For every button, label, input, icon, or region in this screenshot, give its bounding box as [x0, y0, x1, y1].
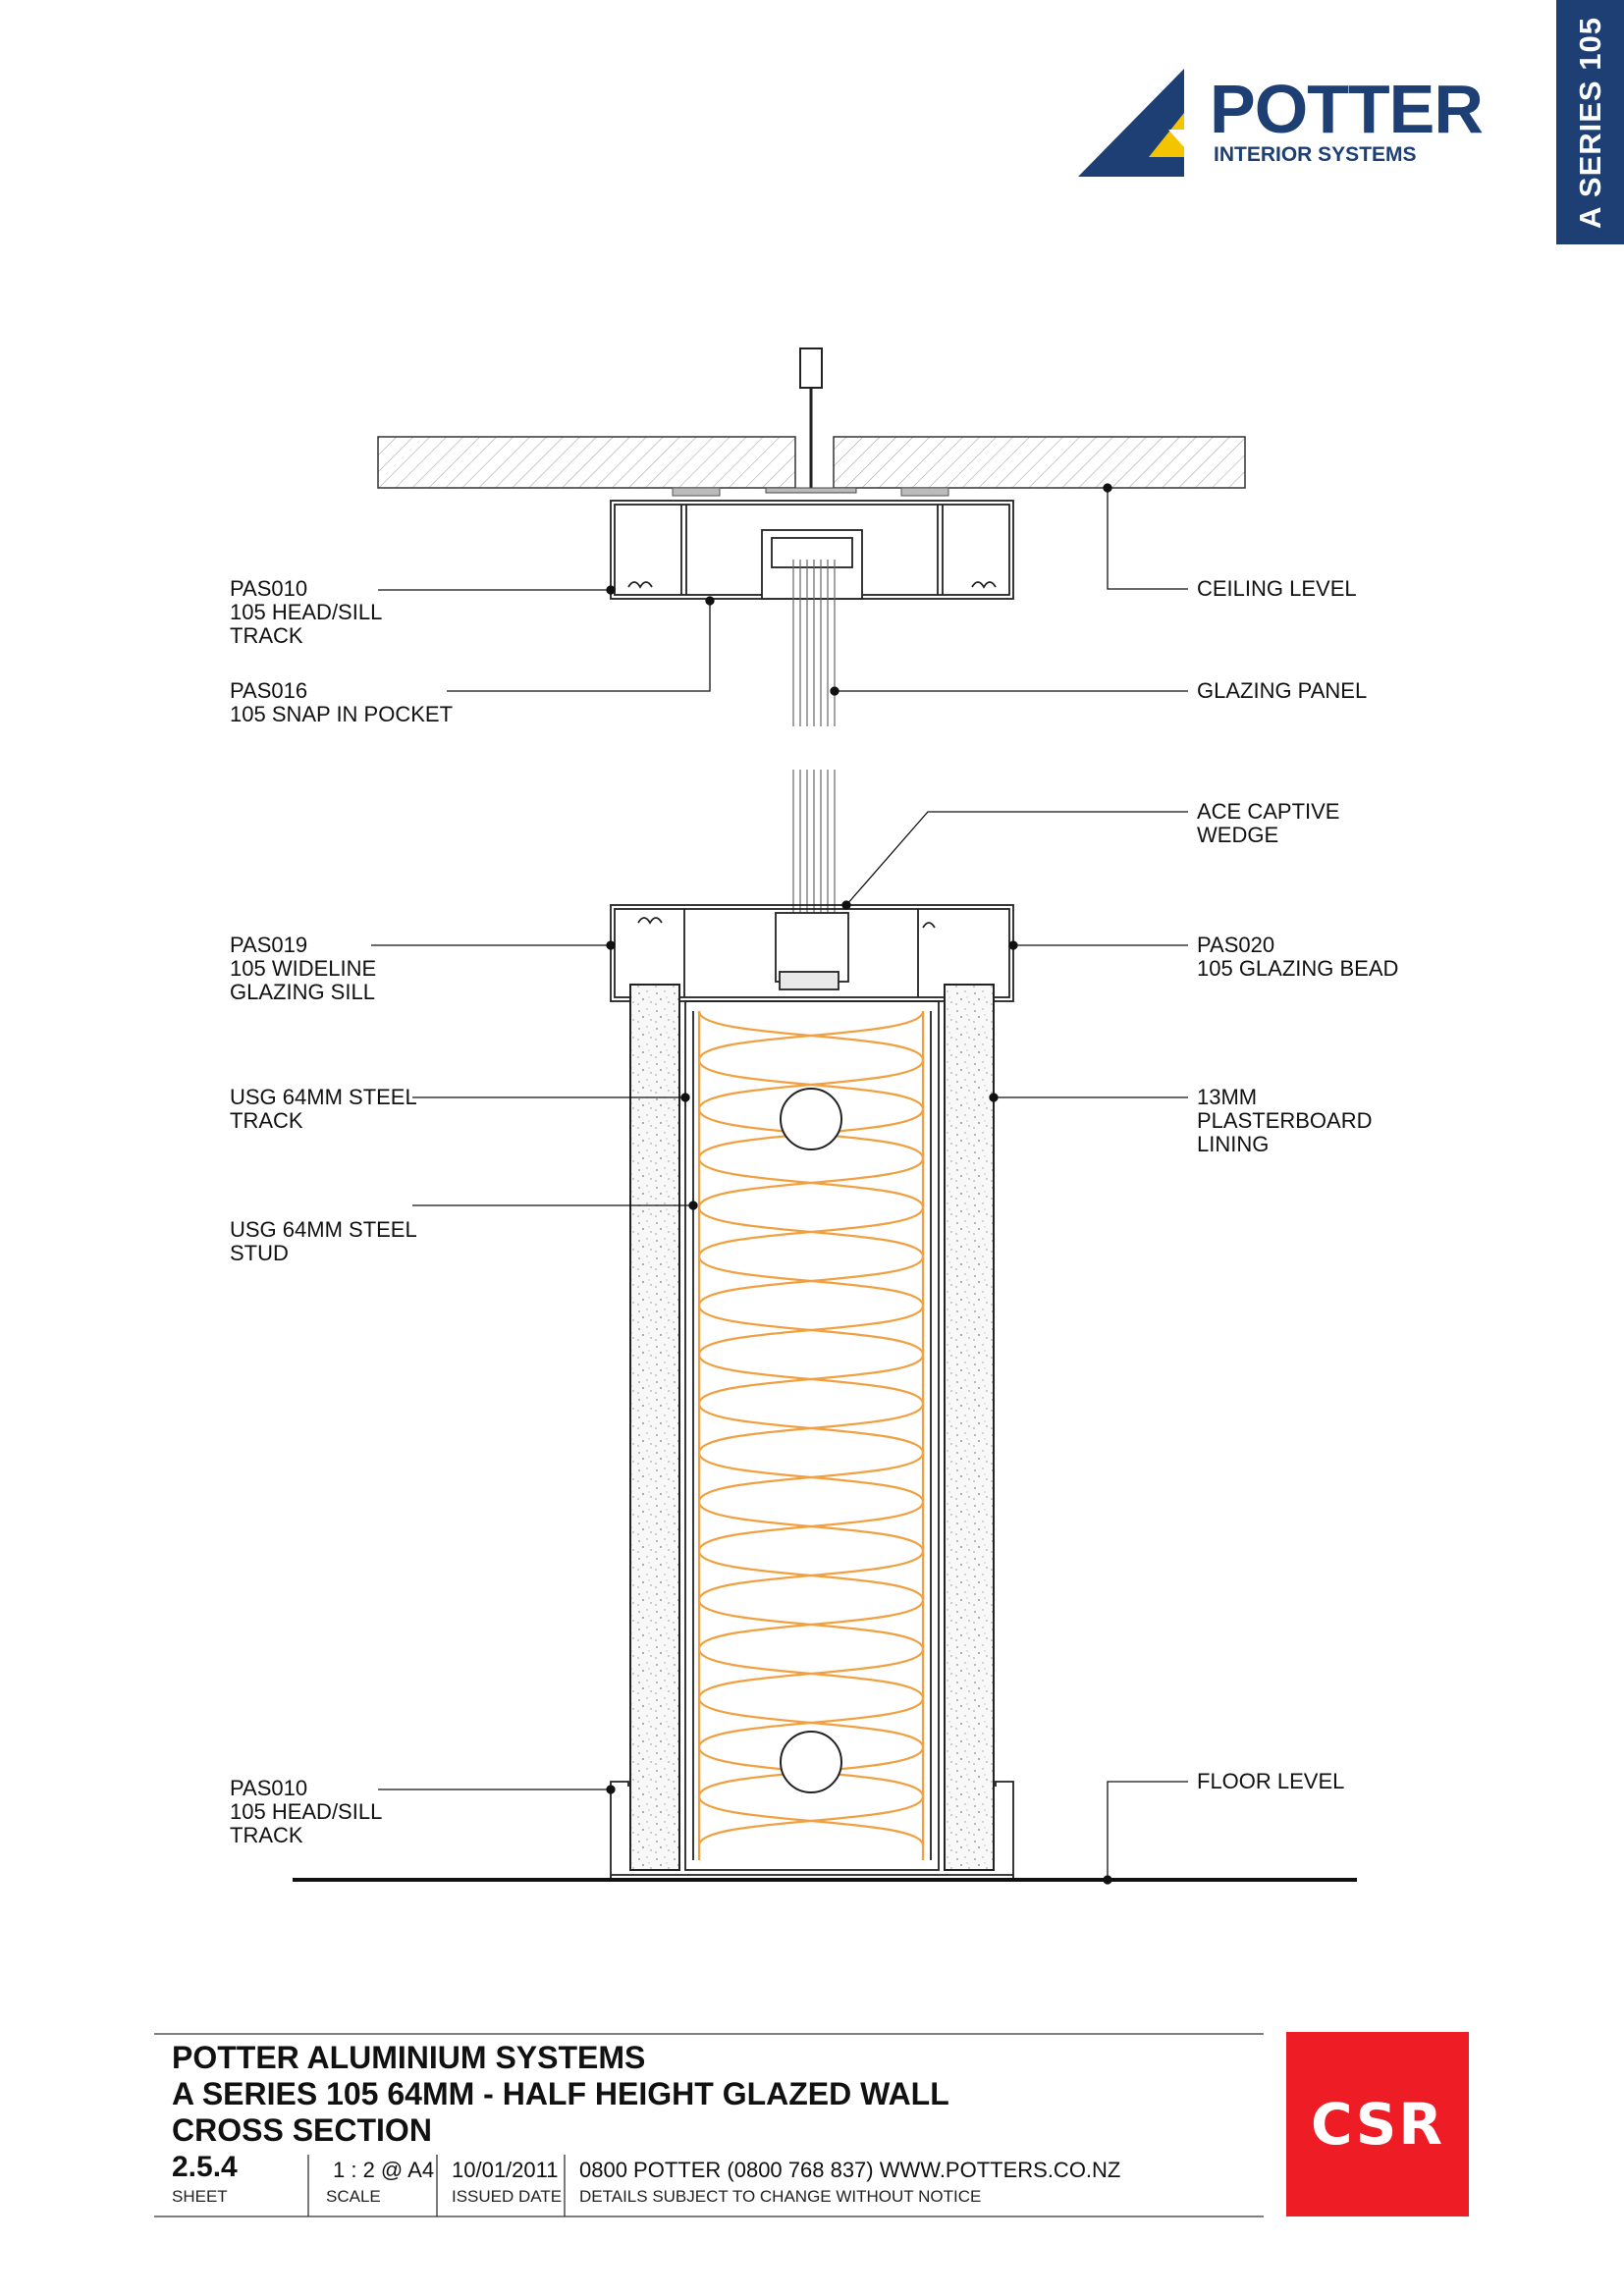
steel-stud-frame — [684, 1000, 940, 1871]
csr-logo-text: CSR — [1310, 2091, 1445, 2158]
service-hole-bottom — [780, 1731, 842, 1793]
scale-value: 1 : 2 @ A4 — [333, 2158, 435, 2182]
label-usg-steel-track: USG 64MM STEEL TRACK — [230, 1085, 417, 1133]
service-hole-top — [780, 1088, 842, 1150]
head-track — [610, 500, 1014, 600]
label-pas020-glazing-bead: PAS020 105 GLAZING BEAD — [1197, 933, 1399, 981]
notice-line: DETAILS SUBJECT TO CHANGE WITHOUT NOTICE — [579, 2187, 982, 2206]
sheet-caption: SHEET — [172, 2187, 228, 2206]
plasterboard-left — [629, 984, 680, 1871]
title-block: POTTER ALUMINIUM SYSTEMS A SERIES 105 64… — [154, 2032, 1264, 2218]
potter-brand-text: POTTER — [1210, 71, 1484, 147]
issued-date-value: 10/01/2011 — [452, 2158, 559, 2182]
ceiling-slab — [377, 347, 1246, 497]
issued-date-caption: ISSUED DATE — [452, 2187, 563, 2206]
csr-logo: CSR — [1286, 2032, 1469, 2216]
scale-caption: SCALE — [326, 2187, 381, 2206]
label-pas016-snap-pocket: PAS016 105 SNAP IN POCKET — [230, 678, 454, 726]
plasterboard-right — [944, 984, 995, 1871]
title-line-3: CROSS SECTION — [172, 2112, 432, 2148]
label-pas010-sill-track: PAS010 105 HEAD/SILL TRACK — [230, 1776, 383, 1847]
sheet-number: 2.5.4 — [172, 2151, 238, 2183]
potter-sub-text: INTERIOR SYSTEMS — [1214, 143, 1417, 166]
label-plasterboard-lining: 13MM PLASTERBOARD LINING — [1197, 1085, 1373, 1156]
title-line-2: A SERIES 105 64MM - HALF HEIGHT GLAZED W… — [172, 2076, 949, 2111]
series-side-tab: A SERIES 105 — [1556, 0, 1624, 244]
label-floor-level: FLOOR LEVEL — [1197, 1769, 1345, 1793]
contact-line: 0800 POTTER (0800 768 837) WWW.POTTERS.C… — [579, 2158, 1121, 2182]
insulation-batts — [697, 1010, 925, 1860]
label-usg-steel-stud: USG 64MM STEEL STUD — [230, 1217, 417, 1265]
label-pas010-head-track: PAS010 105 HEAD/SILL TRACK — [230, 576, 383, 648]
title-block-lines — [154, 2033, 1264, 2217]
potter-logo-mark — [1078, 69, 1184, 177]
label-glazing-panel: GLAZING PANEL — [1197, 678, 1368, 703]
label-ace-captive-wedge: ACE CAPTIVE WEDGE — [1197, 799, 1340, 847]
leader-lines — [371, 483, 1188, 1885]
bottom-track — [610, 1781, 1014, 1880]
label-ceiling-level: CEILING LEVEL — [1197, 576, 1357, 601]
label-pas019-glazing-sill: PAS019 105 WIDELINE GLAZING SILL — [230, 933, 377, 1004]
title-line-1: POTTER ALUMINIUM SYSTEMS — [172, 2040, 646, 2075]
potter-logo: POTTER INTERIOR SYSTEMS — [1078, 69, 1484, 183]
